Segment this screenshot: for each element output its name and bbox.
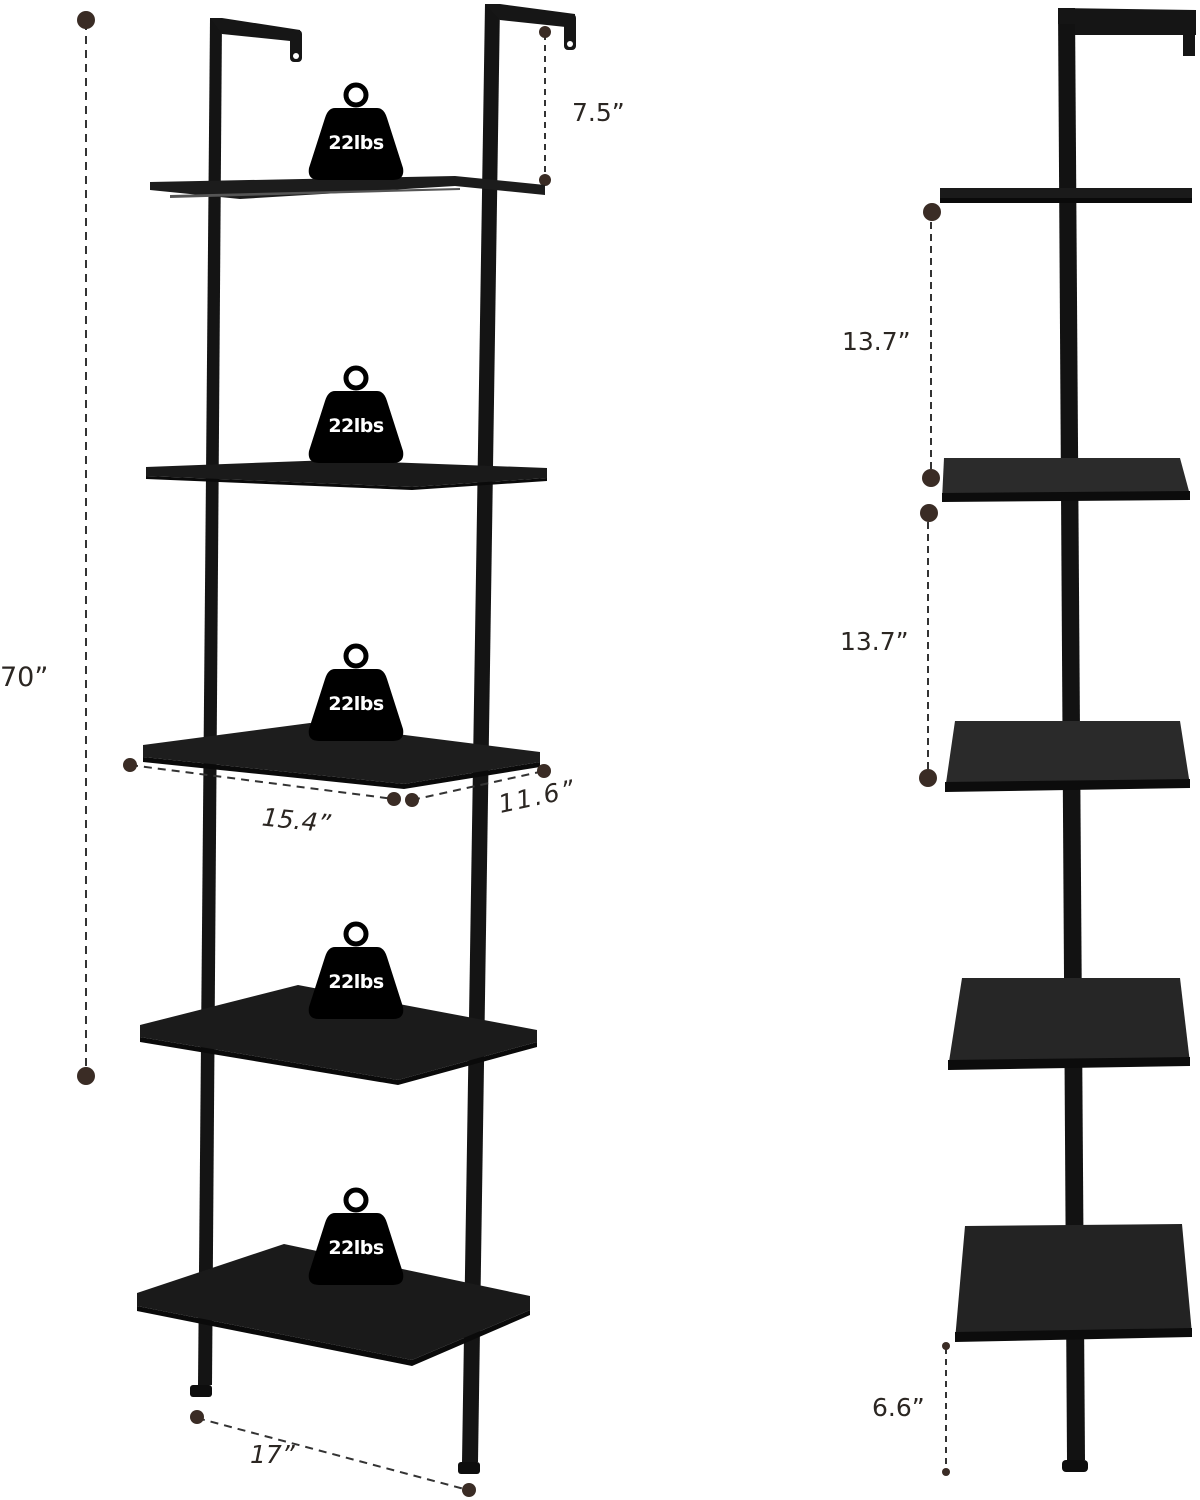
left-leg	[190, 18, 302, 1397]
shelf-load-label: 22lbs	[328, 1237, 384, 1259]
front-shelf-5	[137, 1244, 530, 1366]
weight-icon	[308, 643, 404, 741]
shelf-load-label: 22lbs	[328, 132, 384, 154]
front-shelf-1	[150, 176, 545, 199]
shelf-load-label: 22lbs	[328, 415, 384, 437]
front-shelf-2	[146, 460, 547, 490]
weight-icon	[308, 365, 404, 463]
bottom-clearance-dimension	[942, 1342, 950, 1476]
base-width-dimension	[190, 1410, 476, 1497]
shelf-spacing-label-2: 13.7”	[840, 627, 909, 656]
shelf-size-dimension	[123, 758, 551, 807]
total-height-dimension	[77, 11, 95, 1085]
side-view	[919, 8, 1196, 1476]
side-shelf-2	[942, 458, 1190, 502]
front-view	[77, 4, 576, 1497]
bottom-clearance-label: 6.6”	[872, 1393, 925, 1422]
weight-icon	[308, 82, 404, 180]
total-height-label: 70”	[0, 662, 49, 693]
right-leg	[458, 4, 576, 1474]
side-shelf-3	[945, 721, 1190, 792]
front-shelf-3	[143, 723, 540, 789]
shelf-spacing-dimension-1	[922, 203, 941, 487]
hook-gap-dimension	[539, 26, 551, 186]
shelf-load-label: 22lbs	[328, 693, 384, 715]
shelf-load-label: 22lbs	[328, 971, 384, 993]
shelf-spacing-label-1: 13.7”	[842, 327, 911, 356]
weight-icon	[308, 921, 404, 1019]
front-shelf-4	[140, 985, 537, 1085]
side-shelf-5	[955, 1224, 1192, 1342]
side-shelf-1	[940, 188, 1192, 203]
base-width-label: 17”	[250, 1440, 295, 1469]
side-shelf-4	[948, 978, 1190, 1070]
shelf-spacing-dimension-2	[919, 504, 938, 787]
hook-gap-label: 7.5”	[572, 98, 625, 127]
weight-icon	[308, 1187, 404, 1285]
